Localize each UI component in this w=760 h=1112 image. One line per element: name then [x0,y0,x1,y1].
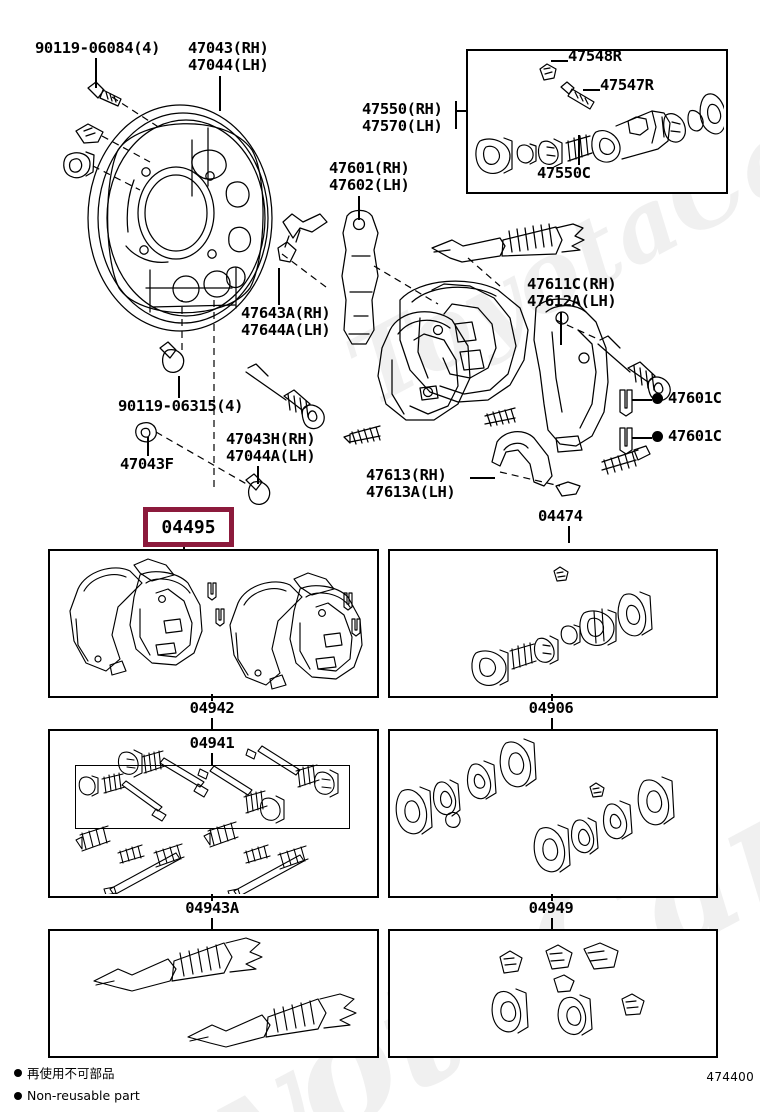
leader-04906-bottom [551,718,553,729]
callout-47550c: 47550C [537,164,591,182]
leader-47601c-2 [632,437,652,439]
non-reusable-dot-jp [14,1068,22,1077]
kit-box-adjuster [48,929,379,1058]
leader-47613 [470,477,495,479]
callout-04474: 04474 [538,507,583,525]
small-seals-artwork [388,929,714,1054]
footer-note-jp-row: 再使用不可部品 [14,1063,115,1082]
callout-47044a-lh: 47044A(LH) [226,447,316,465]
footer-note-en: Non-reusable part [27,1088,140,1103]
leader-04949-top [551,894,553,901]
leader-90119-06084 [95,58,97,88]
callout-47644a-lh: 47644A(LH) [241,321,331,339]
leader-47547r [583,89,600,91]
kit-label-04941: 04941 [189,734,235,752]
adjuster-artwork [48,929,375,1054]
leader-47550c [578,135,580,165]
kit-box-04942 [48,549,379,698]
leader-47548r [551,60,568,62]
callout-47613a-lh: 47613A(LH) [366,483,456,501]
callout-47548r: 47548R [568,47,622,65]
callout-47602-lh: 47602(LH) [329,176,410,194]
kit-box-small-seals [388,929,718,1058]
highlighted-kit-label: 04495 [161,516,216,538]
leader-04942-bottom [211,718,213,729]
leader-47043f [147,437,149,456]
callout-47043h-rh: 47043H(RH) [226,430,316,448]
kit-box-04906 [388,549,718,698]
footer-note-en-row: Non-reusable part [14,1088,140,1103]
leader-04949-bottom [551,918,553,929]
leader-90119-06315 [178,376,180,398]
non-reusable-marker-47601c-2 [652,431,663,442]
callout-47550-rh: 47550(RH) [362,100,443,118]
non-reusable-dot-en [14,1091,22,1100]
wheel-cylinder-artwork [466,49,724,190]
leader-04942-top [211,694,213,701]
footer-note-jp: 再使用不可部品 [27,1066,115,1081]
callout-47547r: 47547R [600,76,654,94]
leader-47601 [358,196,360,220]
leader-47643a [278,268,280,305]
callout-47611c-rh: 47611C(RH) [527,275,617,293]
callout-47044-lh: 47044(LH) [188,56,269,74]
callout-47612a-lh: 47612A(LH) [527,292,617,310]
leader-04941 [211,753,213,765]
leader-04943a-bottom [211,918,213,929]
leader-47550-h [455,110,467,112]
leader-47601c-1 [632,399,652,401]
cylinder-kit-artwork [388,549,714,694]
callout-47601c-2: 47601C [668,427,722,445]
leader-04906-top [551,694,553,701]
leader-47550-v [455,101,457,129]
hardware-kit-artwork [48,729,375,894]
callout-47043f: 47043F [120,455,174,473]
seal-kit-artwork [388,729,714,894]
leader-04474 [568,526,570,543]
sheet-code: 474400 [706,1070,754,1084]
callout-90119-06084: 90119-06084(4) [35,39,161,57]
callout-47601c-1: 47601C [668,389,722,407]
non-reusable-marker-47601c-1 [652,393,663,404]
callout-47613-rh: 47613(RH) [366,466,447,484]
kit-label-04942: 04942 [189,699,235,717]
callout-47643a-rh: 47643A(RH) [241,304,331,322]
main-exploded-artwork [0,0,760,545]
callout-47043-rh: 47043(RH) [188,39,269,57]
kit-label-04943a: 04943A [185,899,239,917]
brake-shoe-kit-artwork [48,549,375,694]
leader-47043h [257,466,259,484]
leader-47611c [560,312,562,345]
callout-90119-06315: 90119-06315(4) [118,397,244,415]
callout-47570-lh: 47570(LH) [362,117,443,135]
kit-label-04906: 04906 [528,699,574,717]
kit-label-04949: 04949 [528,899,574,917]
wheel-cylinder-inset-box [466,49,728,194]
leader-47043 [219,76,221,111]
leader-04943a-top [211,894,213,901]
callout-47601-rh: 47601(RH) [329,159,410,177]
highlighted-kit-04495[interactable]: 04495 [143,507,234,547]
